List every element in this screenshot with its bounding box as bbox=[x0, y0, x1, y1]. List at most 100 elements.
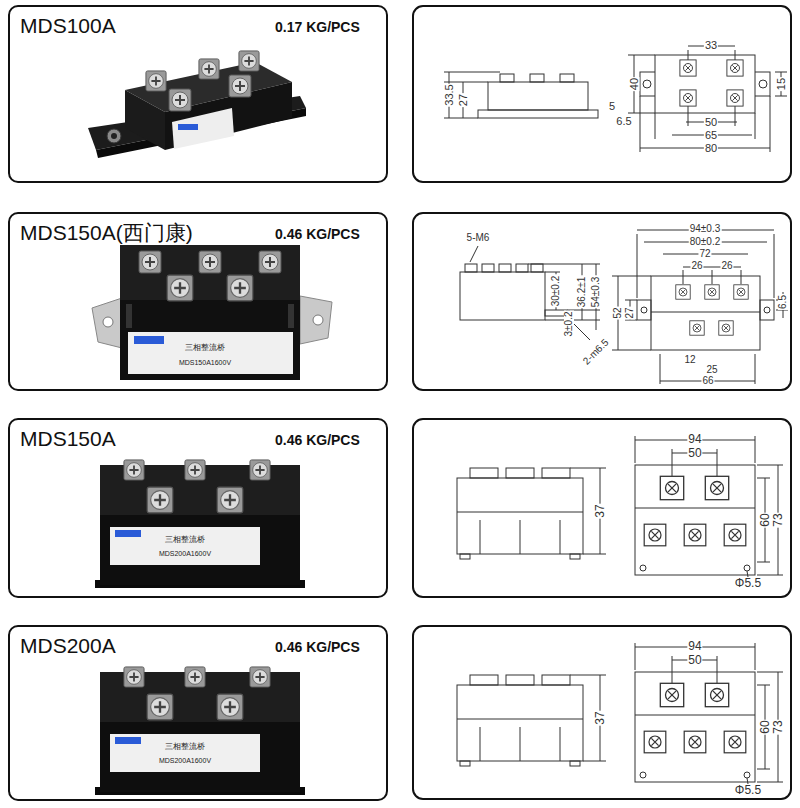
dimension-drawing bbox=[637, 300, 651, 320]
dimension-drawing bbox=[655, 55, 755, 113]
dimension-label: 27 bbox=[458, 93, 469, 107]
dimension-label: 40 bbox=[629, 77, 640, 91]
dimension-drawing bbox=[744, 565, 750, 571]
module-photo bbox=[92, 245, 332, 380]
drawing-panel bbox=[413, 6, 791, 182]
module-photo bbox=[147, 487, 173, 513]
terminal-symbol bbox=[690, 321, 704, 335]
terminal-symbol bbox=[734, 285, 748, 299]
dimension-label: 66 bbox=[701, 376, 714, 386]
dimension-label: 33.5 bbox=[444, 83, 455, 106]
dimension-label: 3±0.2 bbox=[564, 311, 574, 338]
dimension-drawing bbox=[757, 478, 770, 562]
module-photo bbox=[107, 129, 121, 143]
model-title: MDS200A bbox=[20, 634, 116, 658]
module-photo bbox=[239, 51, 259, 71]
dimension-drawing bbox=[500, 74, 514, 82]
terminal-symbol bbox=[680, 60, 696, 76]
part-marking: 三相整流桥 bbox=[164, 536, 206, 544]
dimension-drawing bbox=[460, 272, 545, 320]
dimension-drawing bbox=[570, 554, 580, 559]
module-photo bbox=[313, 315, 323, 325]
dimension-drawing bbox=[457, 512, 583, 554]
dimension-drawing bbox=[457, 436, 783, 577]
dimension-label: 60 bbox=[759, 512, 771, 527]
part-marking: MDS150A1600V bbox=[178, 359, 232, 366]
terminal-symbol bbox=[680, 60, 743, 106]
dimension-drawing bbox=[612, 276, 651, 350]
dimension-label: 60 bbox=[759, 719, 771, 734]
dimension-drawing bbox=[542, 468, 570, 478]
dimension-label: 94±0.3 bbox=[689, 224, 722, 234]
dimension-label: 36.2±1 bbox=[577, 276, 587, 309]
terminal-symbol bbox=[644, 476, 746, 546]
dimension-drawing bbox=[635, 465, 755, 575]
dimension-drawing bbox=[641, 307, 647, 313]
module-photo bbox=[146, 71, 166, 91]
dimension-drawing bbox=[470, 246, 478, 262]
model-title: MDS100A bbox=[20, 14, 116, 38]
dimension-drawing bbox=[556, 264, 596, 330]
terminal-symbol bbox=[676, 285, 748, 335]
module-photo bbox=[95, 667, 305, 795]
module-photo bbox=[300, 296, 332, 344]
dimension-drawing bbox=[457, 436, 783, 577]
dimension-label: 27 bbox=[625, 306, 635, 319]
dimension-drawing bbox=[759, 80, 767, 88]
drawing-panel bbox=[413, 626, 791, 799]
dimension-drawing bbox=[488, 82, 588, 110]
dimension-label: 80 bbox=[704, 143, 718, 154]
product-panel: MDS200A 0.46 KG/PCS bbox=[8, 625, 388, 801]
terminal-symbol bbox=[724, 524, 746, 546]
dimension-label: 5 bbox=[608, 101, 616, 112]
dimension-drawing bbox=[530, 74, 544, 82]
dimension-label: 94 bbox=[687, 433, 702, 445]
module-photo bbox=[199, 59, 219, 79]
module-photo bbox=[185, 460, 205, 480]
module-photo bbox=[172, 108, 234, 149]
module-photo bbox=[139, 251, 161, 273]
dimension-drawing bbox=[531, 264, 543, 272]
dimension-drawing bbox=[628, 55, 655, 113]
dimension-drawing bbox=[478, 110, 598, 118]
dimension-drawing bbox=[640, 565, 646, 571]
terminal-symbol bbox=[676, 285, 690, 299]
module-photo bbox=[288, 304, 294, 328]
dimension-drawing bbox=[757, 465, 783, 575]
module-photo bbox=[124, 460, 144, 480]
module-photo bbox=[217, 487, 243, 513]
dimension-label: 2-m6.5 bbox=[581, 337, 611, 367]
module-photo bbox=[111, 133, 117, 139]
dimension-drawing bbox=[637, 230, 774, 267]
module-photo bbox=[120, 245, 300, 302]
module-photo bbox=[115, 530, 141, 537]
dimension-label: 37 bbox=[594, 710, 606, 725]
dimension-label: 6.5 bbox=[778, 294, 788, 310]
drawing-panel bbox=[413, 213, 791, 390]
module-photo bbox=[88, 51, 306, 158]
dimension-drawing bbox=[570, 468, 606, 554]
dimension-label: 26 bbox=[720, 261, 733, 271]
dimension-label: 65 bbox=[704, 130, 718, 141]
part-marking: MDS200A1600V bbox=[158, 550, 212, 557]
dimension-label: 50 bbox=[704, 117, 718, 128]
model-title: MDS150A bbox=[20, 427, 116, 451]
weight-note: 0.46 KG/PCS bbox=[275, 639, 360, 655]
dimension-label: 37 bbox=[594, 503, 606, 518]
terminal-symbol bbox=[705, 476, 728, 499]
module-photo bbox=[199, 251, 221, 273]
dimension-drawing bbox=[460, 554, 470, 559]
dimension-drawing bbox=[470, 468, 498, 478]
dimension-label: 80±0.2 bbox=[689, 237, 722, 247]
module-photo bbox=[229, 75, 251, 97]
module-photo bbox=[134, 336, 164, 344]
dimension-drawing bbox=[560, 74, 574, 82]
dimension-drawing bbox=[444, 72, 500, 118]
part-marking: MDS200A1600V bbox=[158, 757, 212, 764]
dimension-drawing bbox=[506, 468, 534, 478]
module-photo bbox=[178, 124, 198, 130]
dimension-label: Φ5.5 bbox=[734, 784, 762, 796]
dimension-label: 15 bbox=[776, 77, 787, 91]
terminal-symbol bbox=[705, 285, 719, 299]
module-photo bbox=[92, 298, 122, 348]
